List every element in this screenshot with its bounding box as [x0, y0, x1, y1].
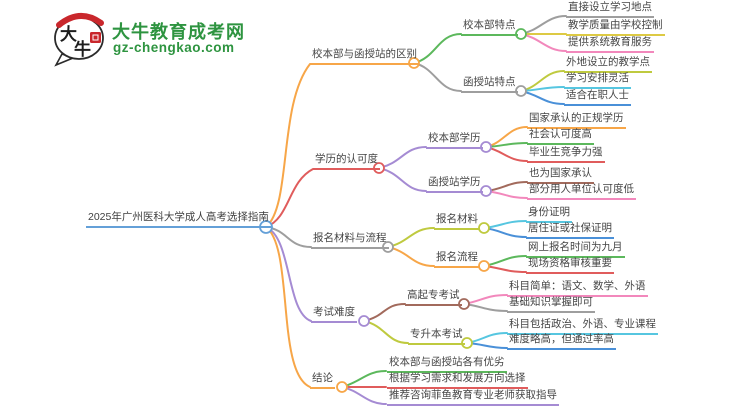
leaf-3-2-1-label[interactable]: 网上报名时间为九月	[526, 241, 625, 258]
connector-branch2-sub2	[378, 167, 427, 192]
subnode-3-1-label[interactable]: 报名材料	[434, 213, 480, 230]
leaf-3-1-1-label[interactable]: 身份证明	[526, 206, 572, 223]
subnode-4-1-label[interactable]: 高起专考试	[405, 289, 462, 306]
site-logo[interactable]: 大 牛 大牛教育成考网 gz-chengkao.com	[50, 10, 280, 70]
branch4-label[interactable]: 考试难度	[311, 306, 357, 323]
subnode-2-1-handle[interactable]	[480, 141, 492, 153]
logo-bubble-icon: 大 牛	[54, 13, 104, 67]
subnode-3-2-label[interactable]: 报名流程	[434, 251, 480, 268]
connector-branch1-sub2	[413, 62, 462, 92]
subnode-2-1-label[interactable]: 校本部学历	[426, 132, 483, 149]
branch5-label[interactable]: 结论	[310, 372, 335, 389]
connector-branch3-sub1	[387, 227, 435, 248]
connector-leaf-3-1-1	[483, 220, 527, 229]
connector-branch1-sub1	[413, 33, 462, 64]
leaf-3-1-2-label[interactable]: 居住证或社保证明	[526, 222, 614, 239]
connector-root-branch1	[265, 63, 311, 228]
connector-leaf-2-1-3	[485, 146, 528, 162]
connector-branch3-sub2	[387, 246, 435, 267]
leaf-1-1-1-label[interactable]: 直接设立学习地点	[566, 1, 654, 18]
connector-leaf-4-1-1	[463, 294, 508, 305]
subnode-4-2-label[interactable]: 专升本考试	[408, 328, 465, 345]
leaf-1-2-3-label[interactable]: 适合在职人士	[564, 89, 631, 106]
connector-leaf-1-2-3	[520, 90, 565, 105]
logo-site-name: 大牛教育成考网	[112, 22, 245, 42]
subnode-1-1-handle[interactable]	[515, 28, 527, 40]
leaf-4-1-1-label[interactable]: 科目简单：语文、数学、外语	[507, 280, 648, 297]
connector-leaf-3-2-2	[483, 265, 527, 273]
root-node-label[interactable]: 2025年广州医科大学成人高考选择指南	[86, 211, 271, 228]
connector-branch2-sub1	[378, 146, 427, 169]
subnode-3-1-handle[interactable]	[478, 222, 490, 234]
connector-root-branch4	[265, 226, 312, 322]
connector-root-branch2	[265, 168, 314, 228]
subnode-3-2-handle[interactable]	[478, 260, 490, 272]
branch2-label[interactable]: 学历的认可度	[313, 153, 380, 170]
logo-site-url: gz-chengkao.com	[113, 40, 235, 55]
branch3-label[interactable]: 报名材料与流程	[311, 232, 389, 249]
connector-leaf-2-2-2	[485, 190, 528, 199]
connector-leaf-4-2-1	[466, 332, 508, 344]
connector-leaf-1-1-3	[520, 33, 567, 52]
branch4-handle[interactable]	[358, 315, 370, 327]
leaf-1-1-2-label[interactable]: 教学质量由学校控制	[566, 19, 665, 36]
subnode-1-2-handle[interactable]	[515, 85, 527, 97]
connector-leaf-4-2-2	[466, 342, 508, 349]
leaf-2-1-3-label[interactable]: 毕业生竞争力强	[527, 146, 605, 163]
connector-leaf-2-2-1	[485, 181, 528, 192]
connector-leaf-5-1	[341, 370, 387, 388]
leaf-4-2-1-label[interactable]: 科目包括政治、外语、专业课程	[507, 318, 658, 335]
connector-root-branch5	[265, 226, 311, 388]
connector-leaf-3-2-1	[483, 255, 527, 267]
subnode-2-2-handle[interactable]	[480, 185, 492, 197]
leaf-2-1-1-label[interactable]: 国家承认的正规学历	[527, 112, 626, 129]
connector-leaf-5-3	[341, 386, 387, 405]
branch1-label[interactable]: 校本部与函授站的区别	[310, 48, 419, 65]
leaf-3-2-2-label[interactable]: 现场资格审核重要	[526, 257, 614, 274]
subnode-2-2-label[interactable]: 函授站学历	[426, 176, 483, 193]
subnode-1-1-label[interactable]: 校本部特点	[461, 19, 518, 36]
leaf-5-3-label[interactable]: 推荐咨询菲鱼教育专业老师获取指导	[387, 389, 559, 406]
connector-leaf-1-1-1	[520, 15, 567, 35]
leaf-4-2-2-label[interactable]: 难度略高，但通过率高	[507, 333, 616, 350]
leaf-2-2-2-label[interactable]: 部分用人单位认可度低	[527, 183, 636, 200]
connector-leaf-4-1-2	[463, 303, 508, 312]
svg-text:大: 大	[60, 24, 77, 44]
connector-branch4-sub2	[363, 320, 409, 344]
leaf-5-1-label[interactable]: 校本部与函授站各有优劣	[387, 356, 507, 373]
leaf-1-2-2-label[interactable]: 学习安排灵活	[564, 72, 631, 89]
subnode-1-2-label[interactable]: 函授站特点	[461, 76, 518, 93]
svg-text:牛: 牛	[74, 39, 91, 59]
leaf-2-1-2-label[interactable]: 社会认可度高	[527, 128, 594, 145]
connector-branch4-sub1	[363, 303, 406, 322]
leaf-1-2-1-label[interactable]: 外地设立的教学点	[564, 56, 652, 73]
connector-leaf-3-1-2	[483, 227, 527, 238]
leaf-4-1-2-label[interactable]: 基础知识掌握即可	[507, 296, 595, 313]
leaf-2-2-1-label[interactable]: 也为国家承认	[527, 167, 594, 184]
leaf-1-1-3-label[interactable]: 提供系统教育服务	[566, 36, 654, 53]
branch5-handle[interactable]	[336, 381, 348, 393]
leaf-5-2-label[interactable]: 根据学习需求和发展方向选择	[387, 372, 528, 389]
